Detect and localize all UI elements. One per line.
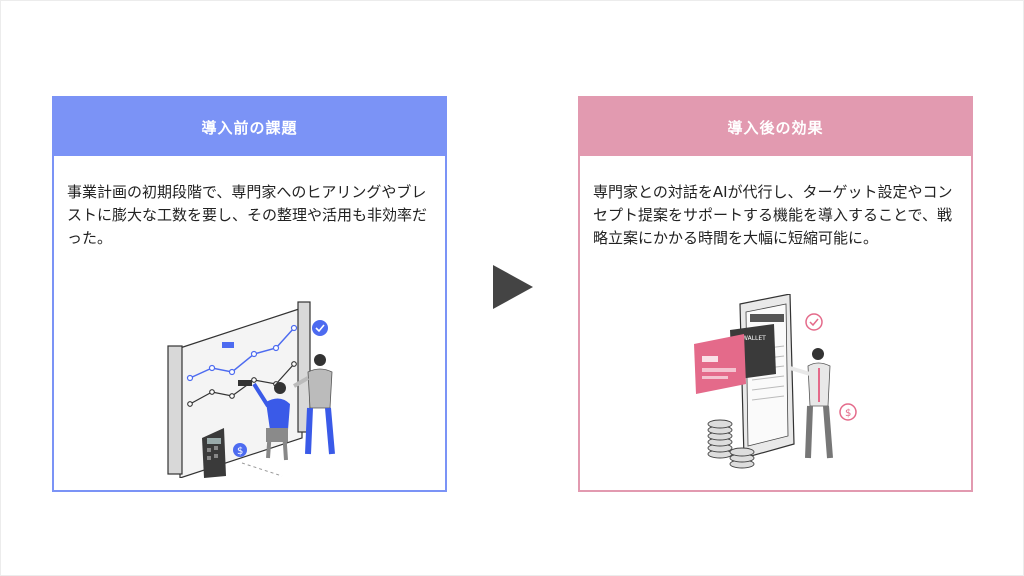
before-card-header: 導入前の課題 xyxy=(54,98,445,156)
business-meeting-chart-illustration: $ xyxy=(167,301,335,478)
before-card-text: 事業計画の初期段階で、専門家へのヒアリングやブレストに膨大な工数を要し、その整理… xyxy=(67,183,428,247)
play-arrow-icon xyxy=(493,265,533,309)
svg-text:$: $ xyxy=(237,446,243,457)
after-card-header: 導入後の効果 xyxy=(580,98,971,156)
after-card-title: 導入後の効果 xyxy=(727,118,824,137)
after-card: 導入後の効果 専門家との対話をAIが代行し、ターゲット設定やコンセプト提案をサポ… xyxy=(578,96,973,492)
wallet-label: WALLET xyxy=(742,335,766,342)
before-card: 導入前の課題 事業計画の初期段階で、専門家へのヒアリングやブレストに膨大な工数を… xyxy=(52,96,447,492)
before-card-title: 導入前の課題 xyxy=(201,118,298,137)
mobile-wallet-payment-illustration: WALLET $ xyxy=(694,294,857,469)
svg-text:$: $ xyxy=(845,408,851,419)
after-card-text: 専門家との対話をAIが代行し、ターゲット設定やコンセプト提案をサポートする機能を… xyxy=(593,183,953,247)
